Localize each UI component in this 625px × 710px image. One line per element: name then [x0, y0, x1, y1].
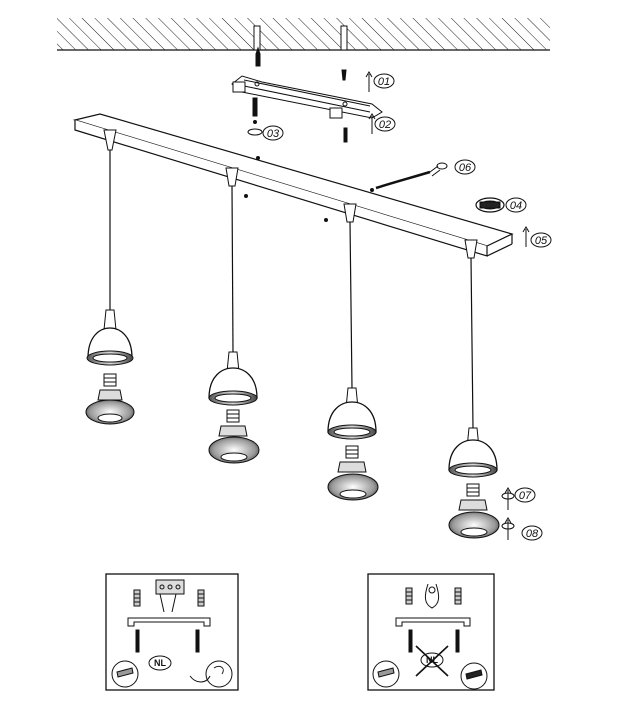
power-cable — [375, 162, 448, 190]
inset-left-nl-badge: NL — [148, 655, 172, 671]
screws — [252, 46, 348, 143]
pendant-lamp-1 — [85, 129, 135, 425]
arrows — [247, 71, 530, 540]
inset-right-wrong-wiring: NL — [367, 573, 495, 691]
step-07-label: 07 — [519, 490, 532, 502]
step-06-callout: 06 — [454, 159, 476, 175]
step-07-callout: 07 — [514, 487, 536, 503]
step-05-callout: 05 — [530, 232, 552, 248]
step-callouts: 01 02 03 06 04 05 07 08 — [262, 73, 552, 541]
step-02-label: 02 — [379, 119, 391, 131]
inset-right-clamp — [424, 583, 440, 609]
step-05-label: 05 — [535, 235, 548, 247]
step-08-callout: 08 — [521, 525, 543, 541]
mounting-bracket — [231, 75, 383, 119]
step-01-label: 01 — [378, 76, 390, 88]
pendant-1-bulb — [85, 373, 135, 425]
inset-left-plugs — [133, 589, 205, 607]
inset-right-plugs — [405, 587, 462, 605]
pendant-4-bulb — [448, 483, 500, 539]
ceiling — [57, 18, 550, 51]
step-06-label: 06 — [459, 162, 472, 174]
step-08-label: 08 — [526, 528, 539, 540]
step-04-label: 04 — [510, 200, 522, 212]
inset-left-connector — [155, 579, 185, 613]
prohibited-cross-icon — [415, 645, 449, 677]
pendant-lamp-2 — [208, 167, 260, 464]
step-04-callout: 04 — [505, 197, 527, 213]
pendant-3-bulb — [327, 445, 379, 501]
step-03-label: 03 — [267, 128, 280, 140]
step-03-callout: 03 — [262, 125, 284, 141]
step-01-callout: 01 — [373, 73, 395, 89]
inset-left-nl-label: NL — [154, 658, 166, 668]
canopy-bar — [72, 113, 514, 257]
pendant-lamp-3 — [327, 203, 379, 501]
pendant-2-bulb — [208, 409, 260, 464]
step-02-callout: 02 — [374, 116, 396, 132]
pendant-lamp-4 — [448, 239, 500, 539]
terminal-block — [475, 197, 505, 213]
inset-left-correct-wiring: NL — [105, 573, 239, 691]
